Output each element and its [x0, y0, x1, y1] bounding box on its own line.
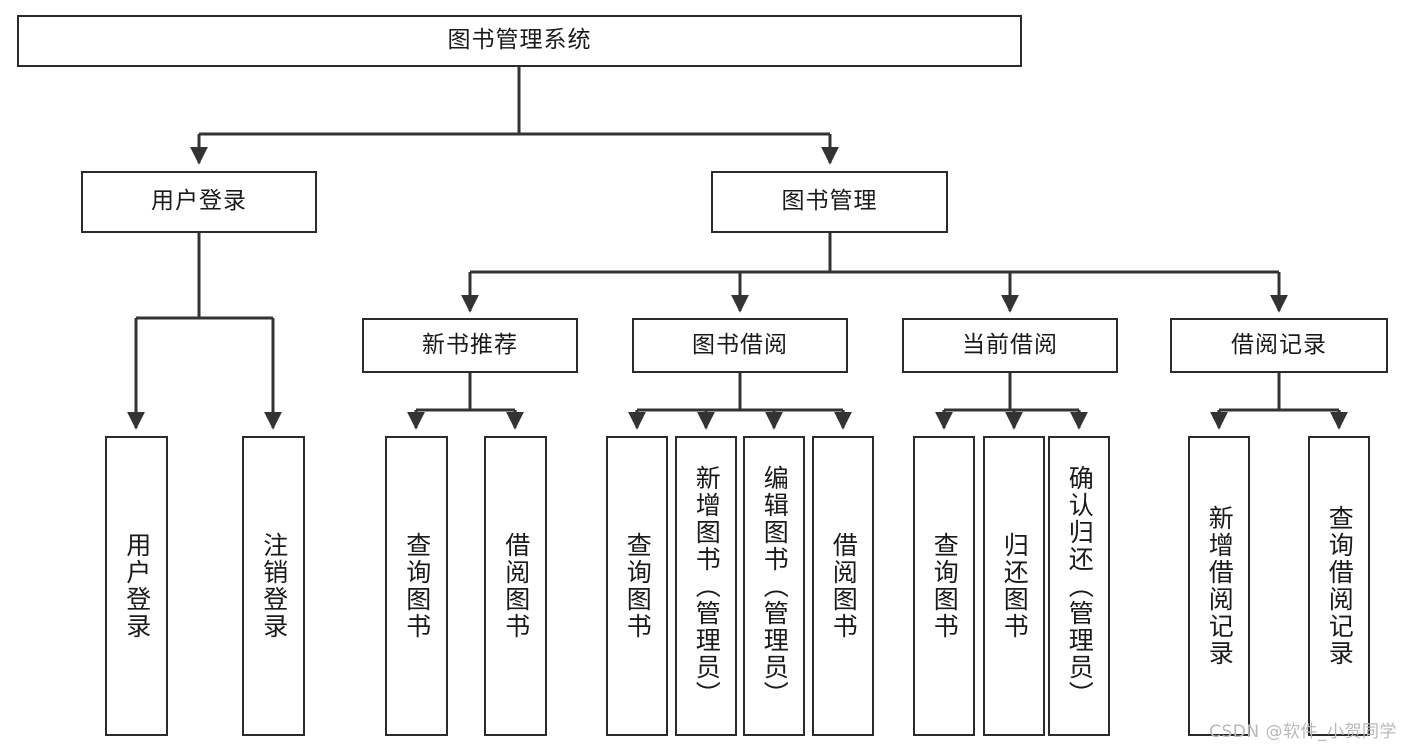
node-root-label: 图书管理系统: [447, 27, 592, 54]
node-new-book-recommend[interactable]: 新书推荐: [362, 318, 578, 373]
node-user-login[interactable]: 用户登录: [81, 171, 317, 233]
leaf-query-book-borrow-label: 查询图书: [623, 532, 653, 640]
leaf-add-book-admin[interactable]: 新增图书（管理员）: [675, 436, 737, 736]
leaf-user-login[interactable]: 用户登录: [105, 436, 168, 736]
leaf-borrow-book-label: 借阅图书: [829, 532, 859, 640]
leaf-confirm-return-admin-label: 确认归还（管理员）: [1065, 464, 1095, 708]
leaf-edit-book-admin[interactable]: 编辑图书（管理员）: [743, 436, 805, 736]
leaf-return-book-label: 归还图书: [1000, 532, 1030, 640]
leaf-edit-book-admin-label: 编辑图书（管理员）: [760, 464, 790, 708]
node-new-book-recommend-label: 新书推荐: [422, 331, 518, 358]
leaf-borrow-book-recommend[interactable]: 借阅图书: [484, 436, 547, 736]
leaf-add-book-admin-label: 新增图书（管理员）: [692, 464, 722, 708]
leaf-query-book-borrow[interactable]: 查询图书: [606, 436, 668, 736]
node-user-login-label: 用户登录: [151, 188, 247, 215]
leaf-borrow-book[interactable]: 借阅图书: [812, 436, 874, 736]
leaf-query-book-recommend-label: 查询图书: [402, 532, 432, 640]
leaf-logout-label: 注销登录: [259, 532, 289, 640]
node-book-management-label: 图书管理: [781, 188, 878, 215]
node-current-borrow-label: 当前借阅: [962, 331, 1058, 358]
node-current-borrow[interactable]: 当前借阅: [902, 318, 1118, 373]
leaf-borrow-book-recommend-label: 借阅图书: [501, 532, 531, 640]
leaf-query-book-current[interactable]: 查询图书: [913, 436, 975, 736]
csdn-watermark: CSDN @软件_小贺同学: [1209, 722, 1397, 742]
leaf-add-borrow-record[interactable]: 新增借阅记录: [1188, 436, 1250, 736]
leaf-user-login-label: 用户登录: [122, 532, 152, 640]
leaf-logout[interactable]: 注销登录: [242, 436, 305, 736]
leaf-query-borrow-record[interactable]: 查询借阅记录: [1308, 436, 1370, 736]
node-book-borrow[interactable]: 图书借阅: [632, 318, 848, 373]
leaf-confirm-return-admin[interactable]: 确认归还（管理员）: [1048, 436, 1110, 736]
node-book-borrow-label: 图书借阅: [692, 331, 788, 358]
leaf-query-book-recommend[interactable]: 查询图书: [385, 436, 448, 736]
leaf-query-book-current-label: 查询图书: [930, 532, 960, 640]
node-borrow-records[interactable]: 借阅记录: [1170, 318, 1388, 373]
leaf-query-borrow-record-label: 查询借阅记录: [1325, 505, 1355, 667]
node-borrow-records-label: 借阅记录: [1231, 331, 1327, 358]
node-root[interactable]: 图书管理系统: [17, 15, 1022, 67]
node-book-management[interactable]: 图书管理: [711, 171, 948, 233]
leaf-add-borrow-record-label: 新增借阅记录: [1205, 505, 1235, 667]
leaf-return-book[interactable]: 归还图书: [983, 436, 1045, 736]
